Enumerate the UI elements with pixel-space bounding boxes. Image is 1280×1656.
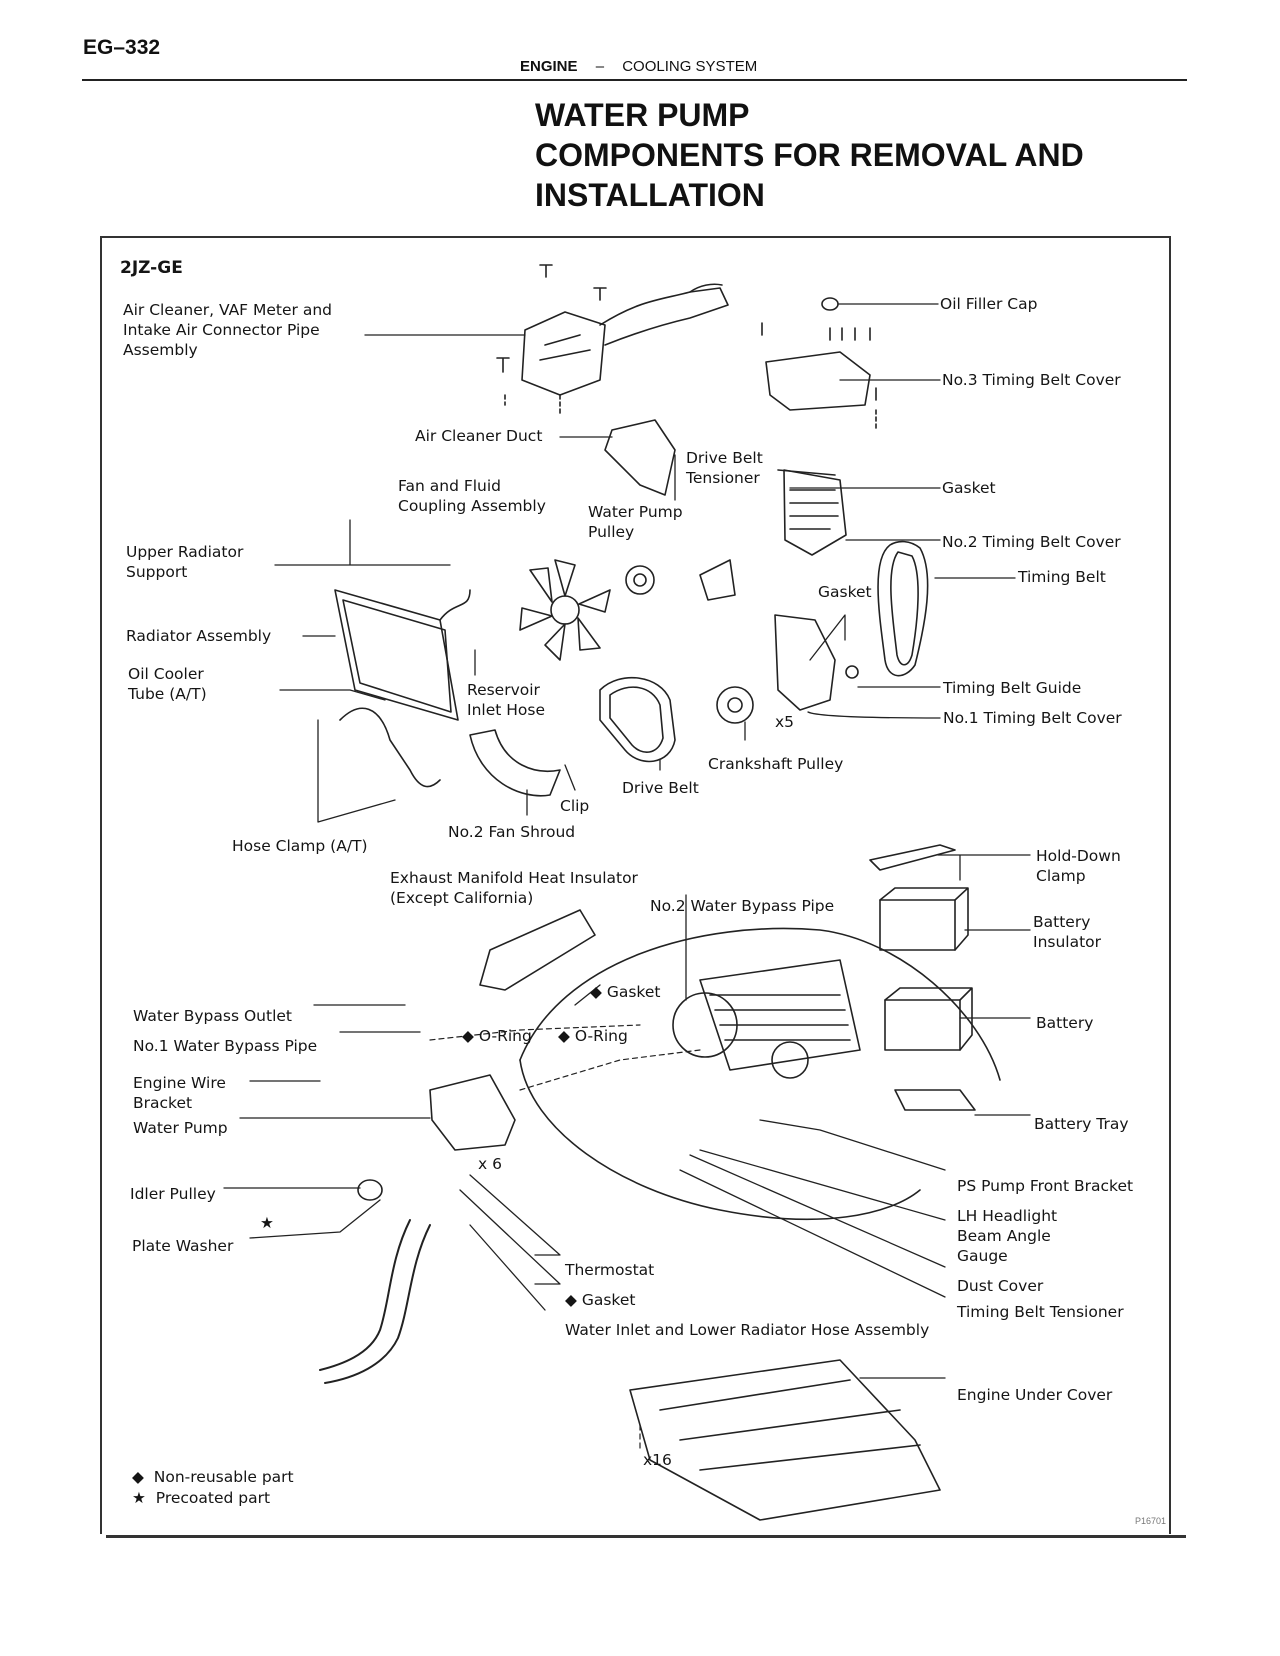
clip-label: Clip	[560, 797, 590, 815]
fan-drawing	[519, 559, 611, 661]
gasket-mid-label: Gasket	[818, 583, 872, 601]
title-line-3: INSTALLATION	[535, 177, 765, 213]
fan-shroud-drawing	[469, 729, 561, 797]
idler-pulley-drawing	[357, 1179, 383, 1201]
no2-fan-shroud-label: No.2 Fan Shroud	[448, 823, 576, 841]
no3-timing-belt-cover-label: No.3 Timing Belt Cover	[942, 371, 1121, 389]
oil-cooler-tube-label: Oil Cooler Tube (A/T)	[128, 665, 207, 703]
no2-timing-belt-cover-label: No.2 Timing Belt Cover	[942, 533, 1121, 551]
legend-precoated: ★ Precoated part	[132, 1489, 271, 1507]
gasket-center-label: ◆ Gasket	[590, 983, 661, 1001]
hold-down-clamp-label: Hold-Down Clamp	[1036, 847, 1121, 885]
gasket-top-label: Gasket	[942, 479, 996, 497]
air-cleaner-duct-label: Air Cleaner Duct	[415, 427, 543, 445]
upper-radiator-support-label: Upper Radiator Support	[126, 543, 244, 581]
timing-belt-drawing	[877, 540, 929, 677]
x16-label: x16	[643, 1451, 672, 1469]
diagram-frame	[100, 236, 1171, 1534]
figure-code: P16701	[1135, 1516, 1167, 1526]
engine-code-label: 2JZ-GE	[120, 258, 183, 278]
precoated-star-label: ★	[260, 1214, 274, 1232]
footer-rule	[106, 1535, 1186, 1538]
plate-washer-label: Plate Washer	[132, 1237, 234, 1255]
subsection-name: COOLING SYSTEM	[622, 58, 758, 75]
ps-pump-front-bracket-label: PS Pump Front Bracket	[957, 1177, 1134, 1195]
drive-belt-label: Drive Belt	[622, 779, 699, 797]
reservoir-inlet-hose-label: Reservoir Inlet Hose	[467, 681, 545, 719]
legend-nonreusable: ◆ Non-reusable part	[132, 1468, 294, 1486]
timing-belt-guide-label: Timing Belt Guide	[943, 679, 1082, 697]
radiator-drawing	[334, 589, 471, 721]
water-bypass-outlet-label: Water Bypass Outlet	[133, 1007, 292, 1025]
x6-label: x 6	[478, 1155, 502, 1173]
o-ring-right-label: ◆ O-Ring	[558, 1027, 628, 1045]
no2-cover-drawing	[777, 469, 847, 556]
no3-cover-drawing	[761, 297, 877, 431]
water-inlet-hose-drawing	[319, 1219, 411, 1371]
air-cleaner-label: Air Cleaner, VAF Meter and Intake Air Co…	[123, 301, 333, 359]
page-number: EG–332	[83, 36, 161, 59]
air-cleaner-drawing	[496, 264, 729, 416]
dashed-assembly-lines	[429, 1024, 701, 1451]
section-header: ENGINE – COOLING SYSTEM	[520, 58, 757, 75]
hose-clamp-label: Hose Clamp (A/T)	[232, 837, 368, 855]
battery-label: Battery	[1036, 1014, 1094, 1032]
drive-belt-tensioner-label: Drive Belt Tensioner	[686, 449, 763, 487]
crankshaft-pulley-label: Crankshaft Pulley	[708, 755, 844, 773]
title-line-1: WATER PUMP	[535, 97, 750, 133]
water-pump-drawing	[429, 1074, 516, 1151]
timing-belt-label: Timing Belt	[1018, 568, 1106, 586]
lh-headlight-label: LH Headlight Beam Angle Gauge	[957, 1207, 1058, 1265]
battery-insulator-label: Battery Insulator	[1033, 913, 1102, 951]
timing-belt-tensioner-label: Timing Belt Tensioner	[957, 1303, 1124, 1321]
gasket-lower-label: ◆ Gasket	[565, 1291, 636, 1309]
engine-wire-bracket-label: Engine Wire Bracket	[133, 1074, 226, 1112]
no1-water-bypass-pipe-label: No.1 Water Bypass Pipe	[133, 1037, 318, 1055]
air-cleaner-duct-drawing	[604, 419, 676, 496]
exhaust-insulator-drawing	[479, 909, 596, 991]
section-name: ENGINE	[520, 58, 578, 75]
leader-lines	[223, 303, 1031, 1379]
battery-tray-label: Battery Tray	[1034, 1115, 1129, 1133]
no2-water-bypass-pipe-label: No.2 Water Bypass Pipe	[650, 897, 835, 915]
exhaust-heat-insulator-label: Exhaust Manifold Heat Insulator (Except …	[390, 869, 638, 907]
page-title: WATER PUMP COMPONENTS FOR REMOVAL AND IN…	[535, 95, 1084, 215]
engine-under-cover-drawing	[629, 1359, 941, 1521]
drive-belt-tensioner-drawing	[699, 559, 736, 601]
x5-label: x5	[775, 713, 795, 731]
thermostat-label: Thermostat	[565, 1261, 655, 1279]
water-pump-label: Water Pump	[133, 1119, 228, 1137]
idler-pulley-label: Idler Pulley	[130, 1185, 216, 1203]
crankshaft-pulley-drawing	[716, 686, 754, 724]
oil-filler-cap-label: Oil Filler Cap	[940, 295, 1038, 313]
battery-drawing	[869, 844, 976, 1111]
radiator-assembly-label: Radiator Assembly	[126, 627, 272, 645]
section-separator: –	[595, 58, 605, 75]
oil-cooler-tube-drawing	[339, 707, 441, 788]
no1-timing-belt-cover-label: No.1 Timing Belt Cover	[943, 709, 1122, 727]
engine-body-drawing	[519, 927, 1001, 1221]
drive-belt-drawing	[599, 676, 676, 763]
header-rule	[82, 79, 1187, 81]
no1-cover-drawing	[774, 614, 836, 711]
dust-cover-label: Dust Cover	[957, 1277, 1044, 1295]
fan-fluid-coupling-label: Fan and Fluid Coupling Assembly	[398, 477, 546, 515]
water-inlet-label: Water Inlet and Lower Radiator Hose Asse…	[565, 1321, 930, 1339]
title-line-2: COMPONENTS FOR REMOVAL AND	[535, 137, 1084, 173]
o-ring-left-label: ◆ O-Ring	[462, 1027, 532, 1045]
water-pump-pulley-label: Water Pump Pulley	[588, 503, 683, 541]
engine-under-cover-label: Engine Under Cover	[957, 1386, 1113, 1404]
